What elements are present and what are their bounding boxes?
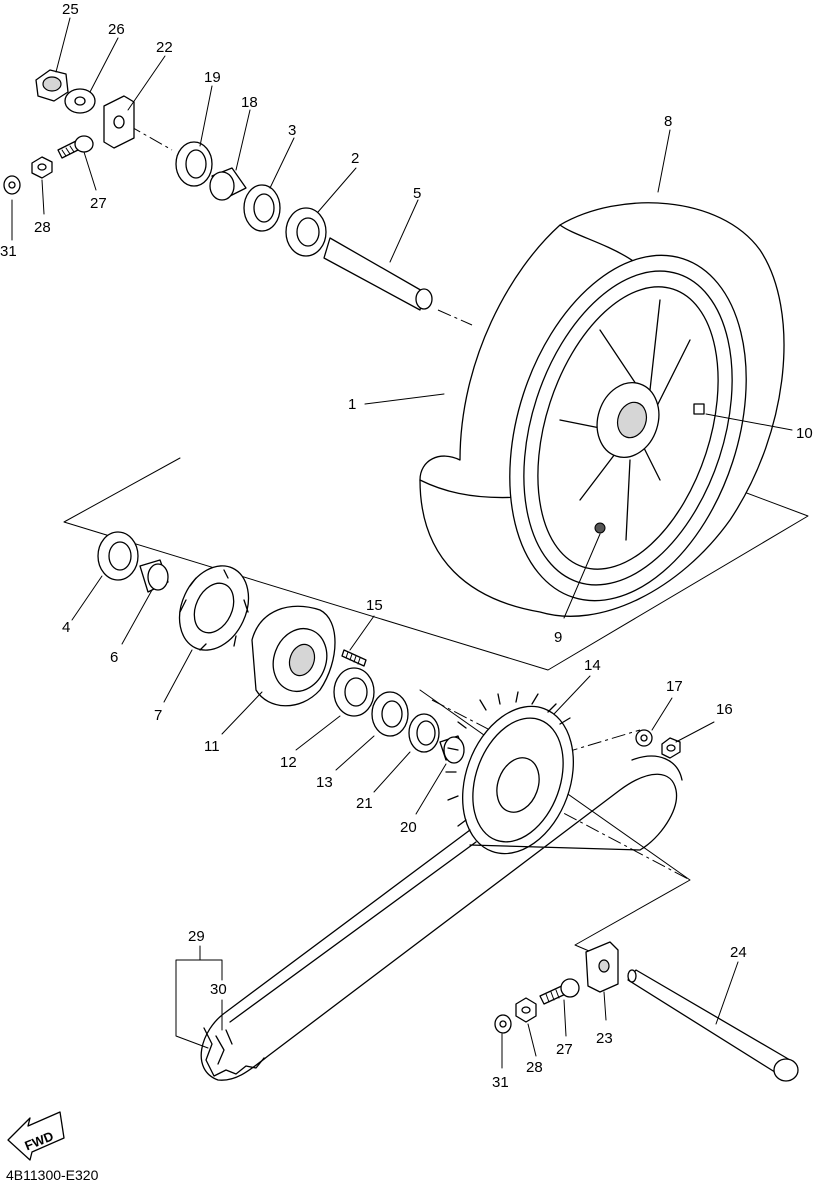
part-31-washer	[3, 175, 21, 195]
part-26-washer	[64, 88, 96, 114]
part-11-sprocket-hub	[251, 605, 336, 707]
part-19-collar	[175, 141, 213, 187]
callout-27-lower: 27	[556, 1041, 573, 1058]
callout-12: 12	[280, 754, 297, 771]
part-27-bolt	[57, 135, 94, 159]
callout-10: 10	[796, 425, 813, 442]
part-1-wheel-rim	[509, 254, 747, 602]
callout-4: 4	[62, 619, 70, 636]
callout-3: 3	[288, 122, 296, 139]
callout-labels: 25 26 22 19 18 3 2 5 8 31 28 27 1 10 4 6…	[0, 1, 813, 1091]
part-25-nut	[35, 69, 69, 102]
part-31-washer-lower	[494, 1014, 512, 1034]
part-22-adjuster-plate	[103, 95, 135, 149]
part-15-stud	[341, 649, 367, 667]
part-17-washer	[635, 729, 653, 747]
part-13-oil-seal	[371, 691, 409, 737]
part-29-drive-chain	[200, 755, 683, 1081]
part-12-bearing	[333, 667, 375, 717]
callout-22: 22	[156, 39, 173, 56]
callout-6: 6	[110, 649, 118, 666]
callout-18: 18	[241, 94, 258, 111]
part-7-damper	[178, 565, 250, 651]
callout-2: 2	[351, 150, 359, 167]
part-16-nut	[661, 737, 681, 759]
callout-28: 28	[34, 219, 51, 236]
callout-26: 26	[108, 21, 125, 38]
callout-27: 27	[90, 195, 107, 212]
callout-23: 23	[596, 1030, 613, 1047]
callout-19: 19	[204, 69, 221, 86]
part-28-nut	[31, 156, 53, 179]
part-5-spacer-tube	[323, 237, 433, 311]
callout-20: 20	[400, 819, 417, 836]
fwd-arrow-icon: FWD	[7, 1111, 65, 1161]
part-2-bearing	[285, 207, 327, 257]
callout-28-lower: 28	[526, 1059, 543, 1076]
part-3-oil-seal	[243, 184, 281, 232]
part-28-nut-lower	[515, 997, 537, 1023]
callout-8: 8	[664, 113, 672, 130]
part-27-bolt-lower	[539, 978, 580, 1005]
part-6-collar	[139, 559, 169, 593]
callout-1: 1	[348, 396, 356, 413]
callout-5: 5	[413, 185, 421, 202]
callout-15: 15	[366, 597, 383, 614]
part-14-sprocket	[445, 691, 574, 855]
callout-25: 25	[62, 1, 79, 18]
callout-14: 14	[584, 657, 601, 674]
drawing-code: 4B11300-E320	[6, 1167, 99, 1183]
part-20-collar	[439, 735, 465, 764]
callout-24: 24	[730, 944, 747, 961]
callout-21: 21	[356, 795, 373, 812]
part-23-adjuster-plate	[585, 941, 619, 993]
part-21-circlip	[408, 713, 440, 753]
callout-31-lower: 31	[492, 1074, 509, 1091]
callout-31: 31	[0, 243, 17, 260]
assembly-outline	[63, 457, 809, 671]
callout-7: 7	[154, 707, 162, 724]
part-18-spacer	[209, 167, 247, 201]
callout-11: 11	[204, 738, 220, 755]
callout-13: 13	[316, 774, 333, 791]
callout-16: 16	[716, 701, 733, 718]
callout-9: 9	[554, 629, 562, 646]
callout-29: 29	[188, 928, 205, 945]
callout-30: 30	[210, 981, 227, 998]
part-24-wheel-axle	[627, 969, 799, 1082]
part-4-bearing	[97, 531, 139, 581]
leader-lines	[11, 17, 793, 1069]
callout-17: 17	[666, 678, 683, 695]
